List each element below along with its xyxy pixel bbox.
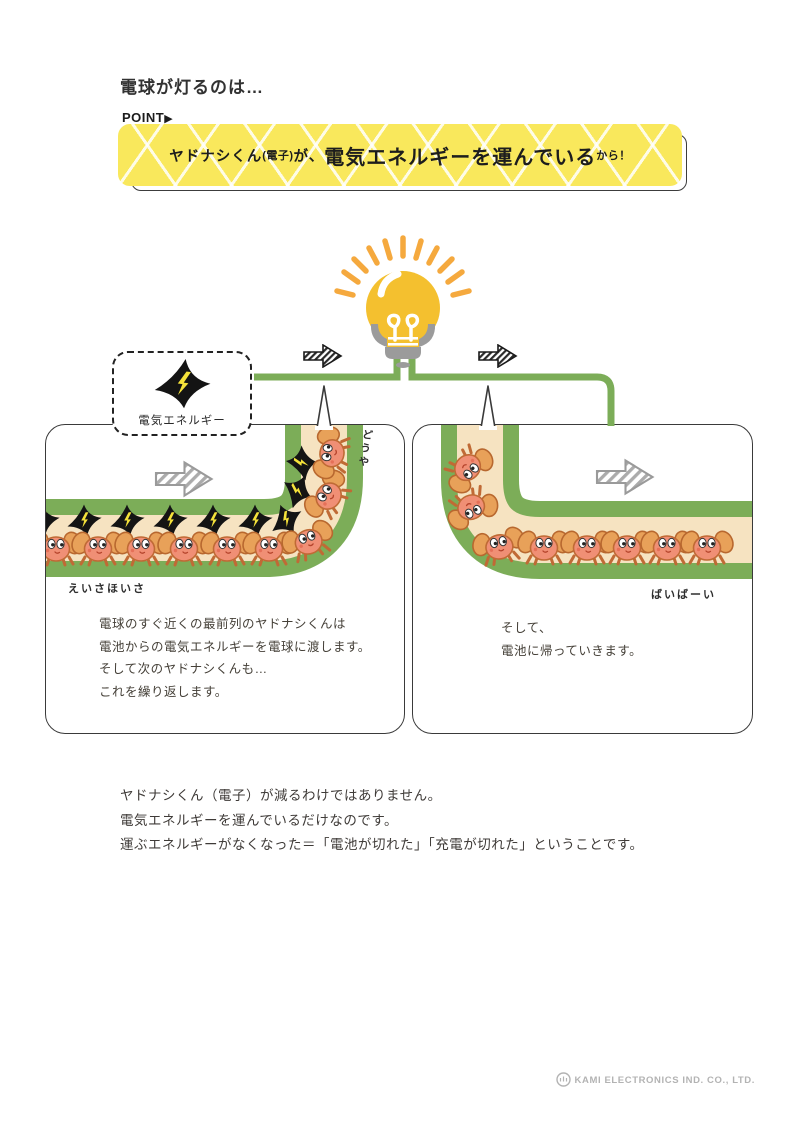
footer: KAMI ELECTRONICS IND. CO., LTD. [0, 1072, 755, 1087]
left-panel-illustration [46, 425, 363, 577]
light-bulb-icon [334, 235, 472, 368]
text-line: 電池からの電気エネルギーを電球に渡します。 [99, 639, 371, 654]
text-line: そして次のヤドナシくんも… [99, 662, 268, 676]
bulb-rays [334, 235, 472, 298]
crab-chant-label: えいさほいさ [68, 583, 146, 595]
company-name: KAMI ELECTRONICS IND. CO., LTD. [574, 1075, 755, 1086]
text-line: そして、 [501, 621, 553, 635]
panel-return-to-battery: ばいばーい そして、 電池に帰っていきます。 [412, 424, 753, 734]
banner-paren: (電子) [262, 150, 294, 162]
energy-star-icon [152, 356, 214, 412]
text-line: 電池に帰っていきます。 [501, 643, 643, 658]
banner-emphasis: 電気エネルギーを運んでいる [324, 146, 597, 169]
point-text: POINT [122, 110, 165, 125]
left-panel-description: 電球のすぐ近くの最前列のヤドナシくんは 電池からの電気エネルギーを電球に渡します… [99, 613, 371, 703]
right-panel-illustration [434, 425, 752, 579]
banner-mid: が、 [293, 148, 325, 165]
text-line: 運ぶエネルギーがなくなった＝「電池が切れた」「充電が切れた」ということです。 [120, 837, 644, 852]
panel-callout-tails [315, 385, 497, 430]
energy-legend-label: 電気エネルギー [138, 415, 226, 427]
current-direction-arrow-icon [303, 344, 342, 368]
text-line: 電球のすぐ近くの最前列のヤドナシくんは [99, 617, 347, 631]
current-direction-arrow-icon [478, 344, 517, 368]
point-label: POINT▶ [122, 110, 173, 125]
flow-arrow-icon [154, 461, 213, 497]
text-line: ヤドナシくん（電子）が減るわけではありません。 [120, 788, 442, 803]
flow-arrow-icon [595, 459, 654, 495]
crab-farewell-label: ばいばーい [651, 589, 716, 601]
summary-paragraph: ヤドナシくん（電子）が減るわけではありません。 電気エネルギーを運んでいるだけな… [120, 784, 644, 858]
point-banner: ヤドナシくん (電子) が、 電気エネルギーを運んでいる から！ [118, 124, 682, 186]
banner-prefix: ヤドナシくん [169, 148, 263, 165]
point-arrow-icon: ▶ [164, 113, 174, 125]
circuit-wire-illustration [254, 354, 615, 426]
text-line: 電気エネルギーを運んでいるだけなのです。 [120, 812, 398, 828]
energy-legend-box: 電気エネルギー [112, 351, 252, 436]
right-panel-description: そして、 電池に帰っていきます。 [501, 617, 642, 662]
text-line: これを繰り返します。 [99, 684, 228, 699]
page-title: 電球が灯るのは… [120, 78, 264, 97]
company-logo-icon [555, 1072, 571, 1087]
banner-suffix: から！ [596, 150, 631, 162]
panel-energy-delivery: どうや えいさほいさ 電球のすぐ近くの最前列のヤドナシくんは 電池からの電気エネ… [45, 424, 405, 734]
